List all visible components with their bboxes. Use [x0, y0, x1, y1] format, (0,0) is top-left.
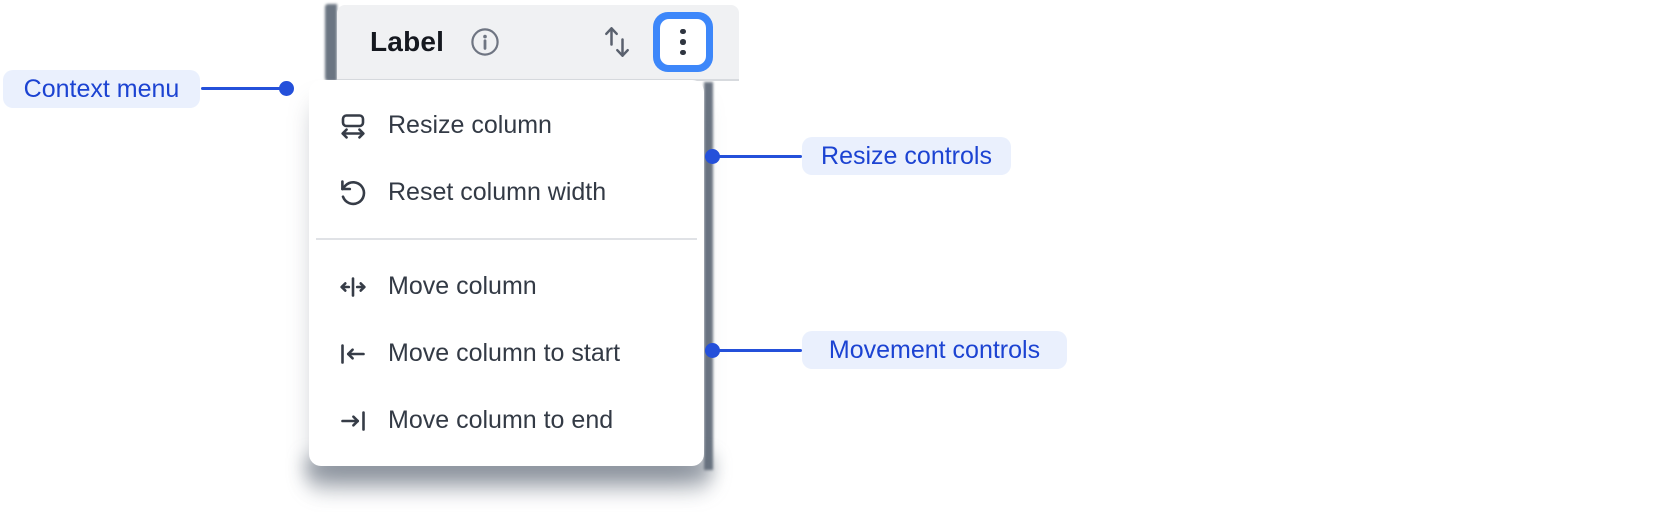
annotation-movement-controls: Movement controls: [802, 331, 1067, 369]
menu-item-label: Move column: [388, 272, 537, 300]
annotation-dot-movement-controls: [705, 343, 720, 358]
menu-item-move-column[interactable]: Move column: [309, 253, 704, 320]
menu-item-label: Move column to end: [388, 406, 614, 434]
annotation-line-context-menu: [201, 87, 283, 90]
menu-divider: [316, 238, 697, 240]
menu-item-label: Reset column width: [388, 178, 607, 206]
more-options-button[interactable]: [653, 12, 713, 72]
sort-arrows-icon[interactable]: [602, 25, 632, 59]
column-header: Label: [337, 5, 739, 81]
menu-item-move-column-to-end[interactable]: Move column to end: [309, 387, 704, 454]
annotation-label: Movement controls: [828, 335, 1041, 364]
annotation-line-resize-controls: [715, 155, 802, 158]
menu-item-label: Move column to start: [388, 339, 621, 367]
annotation-dot-resize-controls: [705, 149, 720, 164]
move-column-to-end-icon: [338, 406, 368, 436]
menu-item-resize-column[interactable]: Resize column: [309, 92, 704, 159]
shadow-edge-left: [325, 4, 337, 81]
move-column-to-start-icon: [338, 339, 368, 369]
shadow-edge-right: [704, 82, 713, 470]
annotation-label: Resize controls: [821, 141, 992, 170]
reset-column-width-icon: [338, 178, 368, 208]
annotation-line-movement-controls: [715, 349, 802, 352]
annotation-context-menu: Context menu: [3, 70, 200, 108]
menu-item-reset-column-width[interactable]: Reset column width: [309, 159, 704, 226]
context-menu: Resize column Reset column width: [309, 80, 704, 466]
move-column-icon: [338, 272, 368, 302]
column-header-label: Label: [370, 26, 445, 57]
menu-item-label: Resize column: [388, 111, 552, 139]
vertical-ellipsis-icon: [660, 19, 706, 65]
annotation-label: Context menu: [23, 74, 180, 103]
annotation-dot-context-menu: [279, 81, 294, 96]
resize-column-icon: [338, 111, 368, 141]
annotation-resize-controls: Resize controls: [802, 137, 1011, 175]
info-icon[interactable]: [470, 27, 500, 57]
menu-item-move-column-to-start[interactable]: Move column to start: [309, 320, 704, 387]
